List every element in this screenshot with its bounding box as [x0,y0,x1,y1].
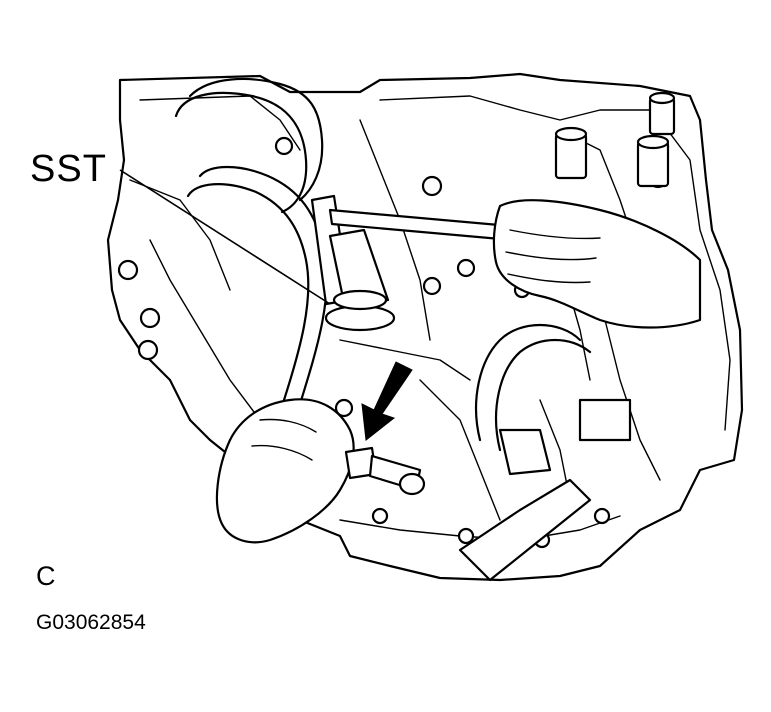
left-hand [215,398,355,544]
arrow-down-left-icon [361,361,413,441]
wire-harness [474,323,582,442]
finger-line [251,444,313,461]
sst-hose [186,183,310,402]
case-rib [149,239,261,421]
bolt [137,339,159,361]
bolt [334,398,354,418]
bolt [117,259,139,281]
wire-harness [494,338,592,452]
sst-leader-line [119,169,331,305]
case-rib [379,95,651,121]
drain-plug [344,446,426,496]
sst-label: SST [30,148,107,190]
case-rib [419,379,501,521]
cylinder-bosses [554,91,676,188]
view-letter: C [36,561,56,591]
case-rib [659,119,731,431]
finger-line [507,273,591,284]
wire-connector [498,428,552,476]
finger-line [505,251,597,261]
transmission-case-outline [106,72,744,582]
bracket [458,478,592,582]
sst-hose [174,91,308,214]
bolt [593,507,611,525]
bolt-bosses [117,136,669,549]
bolt [457,527,475,545]
sst-collar [332,289,388,311]
right-hand [492,199,702,329]
bolt [139,307,161,329]
bolt [274,136,294,156]
figure-code: G03062854 [36,611,146,634]
case-rib [129,179,231,291]
sst-hose [188,77,324,202]
bolt [422,276,442,296]
bolt [421,175,443,197]
case-rib [339,339,471,381]
finger-line [509,229,601,240]
wire-connector [578,398,632,442]
bolt [456,258,476,278]
finger-line [259,418,317,433]
bolt [371,507,389,525]
